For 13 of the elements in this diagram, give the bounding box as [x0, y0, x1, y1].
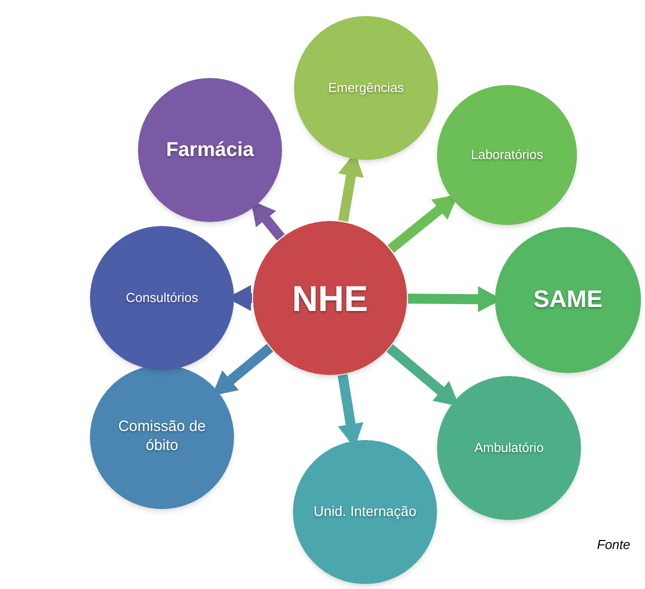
source-note: Fonte [597, 536, 630, 554]
node-label: Ambulatório [474, 440, 544, 456]
node-label: Laboratórios [470, 146, 544, 164]
node-label: NHE [292, 276, 368, 320]
node-label: Farmácia [166, 138, 254, 162]
node-label: Comissão de óbito [117, 418, 207, 456]
node-label: Consultórios [126, 290, 198, 306]
block-arrow [388, 194, 458, 253]
node-label: Unid. Internação [314, 503, 416, 521]
node-label: Emergências [328, 80, 404, 96]
node-label: SAME [533, 285, 603, 315]
block-arrow [212, 344, 274, 396]
block-arrow [250, 200, 285, 241]
